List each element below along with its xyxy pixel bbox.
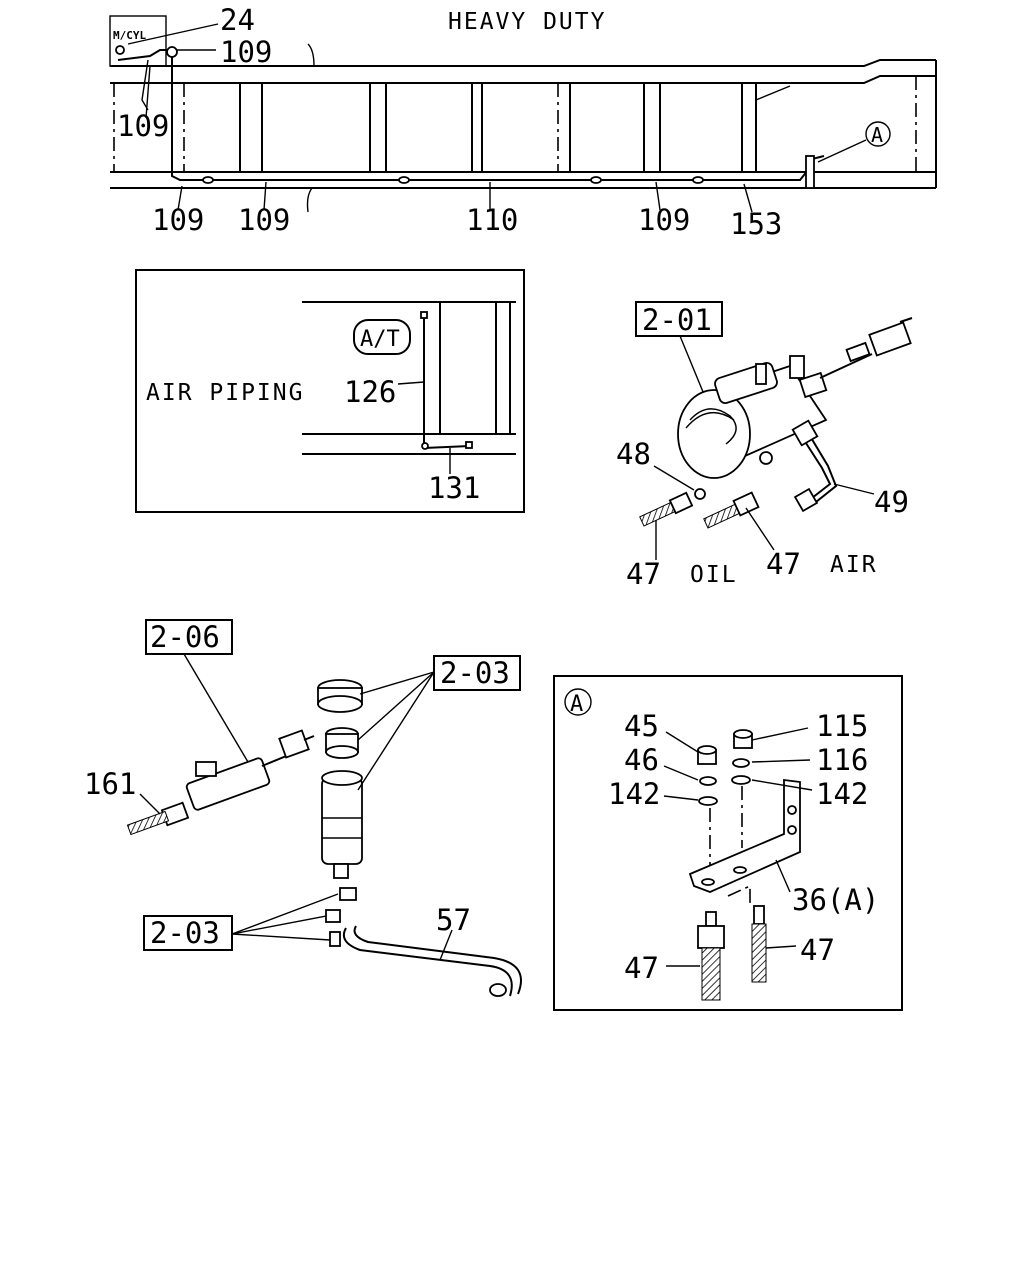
master-cylinder-section: 2-06 161: [84, 619, 522, 997]
clutch-booster: [677, 317, 913, 479]
clutch-pipe-run: [115, 45, 825, 189]
callout-115: 115: [816, 709, 868, 743]
callout-109-bottom-2: 109: [238, 203, 290, 237]
at-badge-label: A/T: [360, 327, 400, 352]
air-label: AIR: [830, 552, 878, 578]
air-piping-section: AIR PIPING A/T 126 131: [135, 269, 525, 513]
ref-2-01: 2-01: [642, 303, 712, 337]
callout-161: 161: [84, 767, 136, 801]
ref-2-01-box: [635, 301, 723, 337]
callout-109-left: 109: [117, 109, 169, 143]
callout-47-air: 47: [766, 547, 801, 581]
ref-2-06-box: [145, 619, 233, 655]
right-fastener-stack: [731, 729, 753, 848]
callout-109-bottom-1: 109: [152, 203, 204, 237]
ref-2-06: 2-06: [150, 620, 220, 654]
hose-air-47: [703, 491, 760, 529]
callout-45: 45: [624, 709, 659, 743]
callout-142-right: 142: [816, 777, 868, 811]
callout-48: 48: [616, 437, 651, 471]
callout-24: 24: [220, 3, 255, 37]
ref-2-03-top: 2-03: [440, 656, 510, 690]
ref-2-03-bottom: 2-03: [150, 916, 220, 950]
frame-section: HEAVY DUTY M/CYL: [109, 3, 937, 241]
oil-label: OIL: [690, 562, 738, 588]
callout-116: 116: [816, 743, 868, 777]
hose-47-right: [751, 905, 767, 983]
callout-46: 46: [624, 743, 659, 777]
callout-109-top: 109: [220, 35, 272, 69]
detail-a-marker: [865, 121, 891, 147]
callout-57: 57: [436, 903, 471, 937]
callout-49: 49: [874, 485, 909, 519]
air-piping-frame: [135, 269, 525, 513]
reservoir: [317, 679, 363, 947]
callout-131: 131: [428, 471, 480, 505]
detail-a-badge: [564, 688, 592, 716]
callout-142-left: 142: [608, 777, 660, 811]
detail-a-badge-label: A: [570, 692, 583, 717]
callout-153: 153: [730, 207, 782, 241]
clutch-master-cylinder: [126, 729, 315, 836]
detail-a-frame: [553, 675, 903, 1011]
detail-a-marker-label: A: [871, 123, 883, 147]
hose-oil-47: [639, 488, 706, 527]
section-title: HEAVY DUTY: [448, 9, 606, 35]
m-cyl-label: M/CYL: [113, 29, 146, 42]
at-badge: [353, 319, 411, 355]
bracket-36: [688, 778, 801, 893]
ref-2-03-bottom-box: [143, 915, 233, 951]
callout-36a: 36(A): [792, 883, 879, 917]
air-pipe-49: [791, 419, 838, 513]
frame-rails: [110, 43, 937, 213]
air-piping-title: AIR PIPING: [146, 380, 304, 406]
callout-47-left: 47: [624, 951, 659, 985]
callout-110: 110: [466, 203, 518, 237]
callout-126: 126: [344, 375, 396, 409]
callout-109-bottom-3: 109: [638, 203, 690, 237]
booster-section: 2-01: [616, 301, 913, 591]
callout-47-oil: 47: [626, 557, 661, 591]
reservoir-hose-57: [342, 925, 522, 997]
callout-47-right: 47: [800, 933, 835, 967]
detail-a-section: A: [553, 675, 903, 1011]
hose-47-left: [697, 911, 725, 1001]
